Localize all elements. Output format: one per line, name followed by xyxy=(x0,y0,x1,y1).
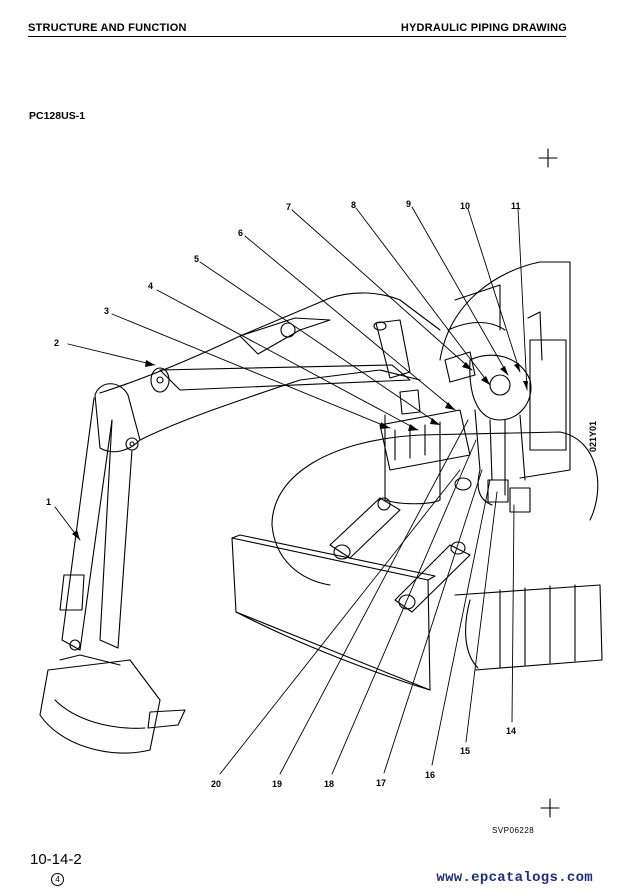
callout-11: 11 xyxy=(511,201,521,211)
callout-17: 17 xyxy=(376,778,386,788)
bucket xyxy=(39,654,186,754)
arm xyxy=(59,397,133,651)
revision-mark: 4 xyxy=(51,873,64,886)
watermark-link[interactable]: www.epcatalogs.com xyxy=(436,870,593,886)
callout-3: 3 xyxy=(104,306,109,316)
callout-9: 9 xyxy=(406,199,411,209)
callout-15: 15 xyxy=(460,746,470,756)
callout-18: 18 xyxy=(324,779,334,789)
registration-mark-top xyxy=(538,148,558,168)
callout-7: 7 xyxy=(286,202,291,212)
boom xyxy=(94,292,441,453)
page-number: 10-14-2 xyxy=(30,851,82,868)
callout-16: 16 xyxy=(425,770,435,780)
registration-mark-bottom xyxy=(540,798,560,818)
dozer-blade xyxy=(231,534,436,691)
leader-arrowheads xyxy=(72,360,528,540)
side-code: 021Y01 xyxy=(588,420,598,452)
model-label: PC128US-1 xyxy=(29,110,86,122)
callout-5: 5 xyxy=(194,254,199,264)
callout-20: 20 xyxy=(211,779,221,789)
callout-8: 8 xyxy=(351,200,356,210)
drawing-title: HYDRAULIC PIPING DRAWING xyxy=(400,22,567,34)
blade-cylinders xyxy=(329,497,471,613)
pump-hose-cluster xyxy=(444,351,532,513)
callout-labels: 1 2 3 4 5 6 7 8 9 10 11 14 15 16 17 18 1… xyxy=(46,199,521,789)
leader-lines xyxy=(54,206,528,775)
control-valve xyxy=(379,389,471,471)
figure-code: SVP06228 xyxy=(492,826,535,835)
callout-6: 6 xyxy=(238,228,243,238)
callout-4: 4 xyxy=(148,281,153,291)
section-title: STRUCTURE AND FUNCTION xyxy=(28,22,187,34)
upper-structure xyxy=(384,261,571,505)
callout-14: 14 xyxy=(506,726,516,736)
callout-1: 1 xyxy=(46,497,51,507)
header-rule xyxy=(28,36,566,37)
callout-10: 10 xyxy=(460,201,470,211)
callout-19: 19 xyxy=(272,779,282,789)
callout-2: 2 xyxy=(54,338,59,348)
boom-cylinder xyxy=(150,319,411,393)
crawler-track xyxy=(271,431,603,671)
